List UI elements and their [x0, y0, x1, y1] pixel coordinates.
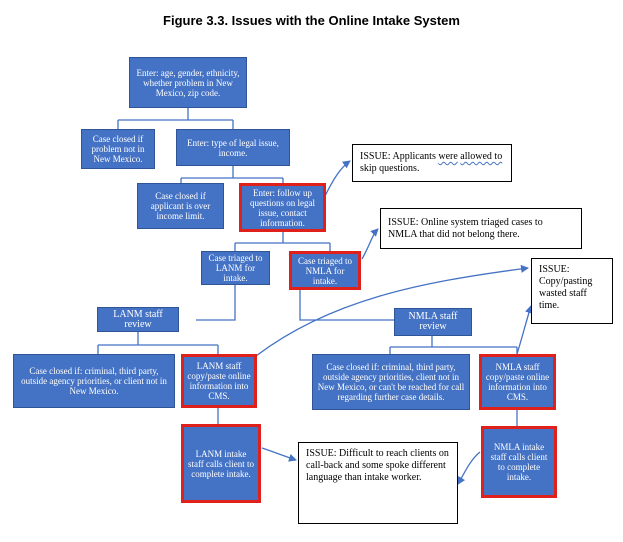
figure-title: Figure 3.3. Issues with the Online Intak…: [163, 13, 460, 28]
arrow-skip-issue: [324, 160, 351, 197]
arrow-triage-issue: [361, 228, 379, 260]
connector-nmla-review: [299, 290, 394, 321]
box-lanm-closed: Case closed if: criminal, third party, o…: [13, 354, 175, 408]
box-enter-demographics: Enter: age, gender, ethnicity, whether p…: [129, 57, 247, 108]
box-enter-legal-issue: Enter: type of legal issue, income.: [176, 129, 290, 166]
arrow-nmla-copy-issue: [516, 305, 533, 355]
box-nmla-closed: Case closed if: criminal, third party, o…: [312, 354, 470, 410]
box-nmla-review: NMLA staff review: [394, 308, 472, 336]
connector-legal-split: [180, 166, 284, 183]
box-enter-followup: Enter: follow up questions on legal issu…: [239, 183, 326, 232]
box-lanm-review: LANM staff review: [97, 307, 179, 332]
issue-triage: ISSUE: Online system triaged cases to NM…: [380, 208, 582, 249]
arrow-lanm-copy-issue: [255, 264, 529, 357]
issue-copy-paste: ISSUE: Copy/pasting wasted staff time.: [531, 258, 613, 324]
connector-lanm-review: [196, 285, 236, 321]
box-lanm-calls: LANM intake staff calls client to comple…: [181, 424, 261, 503]
box-nmla-copy: NMLA staff copy/paste online information…: [479, 354, 556, 410]
issue-callback: ISSUE: Difficult to reach clients on cal…: [298, 442, 458, 524]
connector-top-split: [117, 108, 234, 129]
connector-nmla-split: [389, 336, 518, 354]
arrow-lanm-callback: [261, 447, 297, 462]
box-lanm-copy: LANM staff copy/paste online information…: [181, 354, 257, 408]
connector-lanm-split: [97, 332, 219, 354]
box-triaged-nmla: Case triaged to NMLA for intake.: [289, 251, 361, 290]
box-triaged-lanm: Case triaged to LANM for intake.: [201, 251, 270, 285]
connector-triage-split: [234, 232, 331, 251]
box-nmla-calls: NMLA intake staff calls client to comple…: [481, 426, 557, 498]
box-closed-not-nm: Case closed if problem not in New Mexico…: [81, 129, 155, 169]
box-closed-income: Case closed if applicant is over income …: [137, 183, 224, 229]
arrow-nmla-callback: [457, 451, 481, 485]
issue-skip-questions: ISSUE: Applicants were allowed to skip q…: [352, 144, 512, 182]
